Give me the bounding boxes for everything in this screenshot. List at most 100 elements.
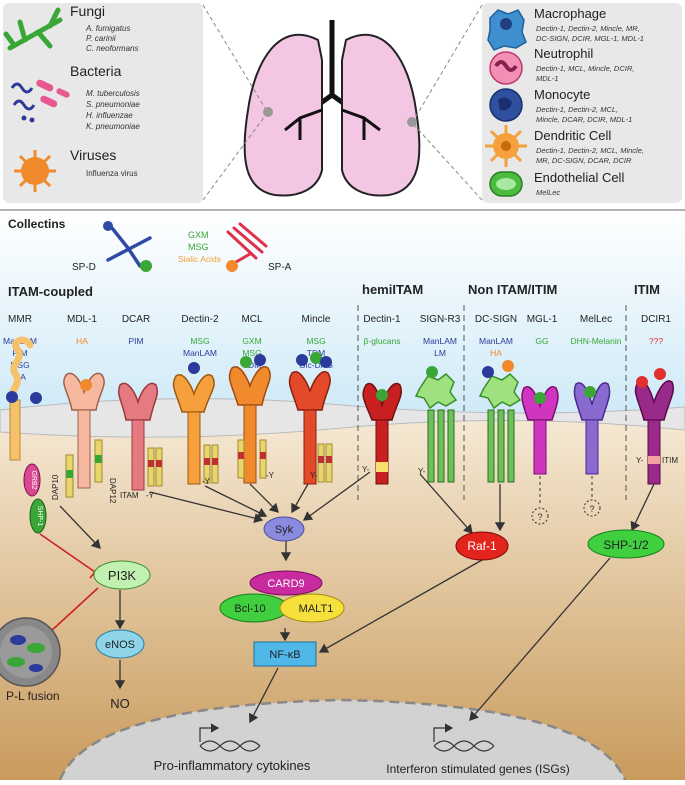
cell-receptors: Dectin-1, Dectin-2, MCL, Mincle, <box>536 146 644 155</box>
cell-name: Dendritic Cell <box>534 128 611 143</box>
dna-right <box>433 723 495 752</box>
cell-receptors: MelLec <box>536 188 560 197</box>
receptor-ligand: LM <box>434 348 446 358</box>
macrophage-icon <box>487 9 527 51</box>
mdl1-receptor <box>63 372 105 498</box>
receptor-name: Mincle <box>302 314 331 325</box>
cell-receptors: MR, DC-SIGN, DCAR, DCIR <box>536 156 632 165</box>
grb2-adaptor: GRB2 <box>23 463 41 497</box>
receptor-name: SIGN-R3 <box>420 314 461 325</box>
mincle-receptor <box>288 352 333 485</box>
species-label: S. pneumoniae <box>86 100 140 109</box>
receptor-ligand: DHN-Melanin <box>570 336 621 346</box>
pi3k-node <box>93 560 151 590</box>
receptor-ligand: GG <box>535 336 548 346</box>
species-label: H. influenzae <box>86 111 133 120</box>
dap10-label: DAP10 <box>51 474 60 500</box>
receptor-name: DCIR1 <box>641 314 671 325</box>
bcl10-label: Bcl-10 <box>234 603 265 615</box>
y-label: Y- <box>418 467 426 476</box>
sp-d-structure <box>106 226 152 268</box>
dcir1-receptor <box>634 368 675 485</box>
receptor-name: MDL-1 <box>67 314 97 325</box>
receptor-name: MGL-1 <box>527 314 558 325</box>
cell-receptors: DC-SIGN, DCIR, MGL-1, MDL-1 <box>536 34 644 43</box>
output-right: Interferon stimulated genes (ISGs) <box>386 762 569 776</box>
nfkb-node <box>253 641 317 667</box>
y-label: Y- <box>310 471 318 480</box>
svg-text:GRB2: GRB2 <box>30 470 37 489</box>
dectin1-receptor <box>362 382 403 485</box>
receptor-ligand: PIM <box>128 336 143 346</box>
cell-name: Neutrophil <box>534 46 593 61</box>
y-label: -Y <box>146 491 155 500</box>
monocyte-icon <box>489 88 523 122</box>
dap12-label: DAP12 <box>108 478 117 504</box>
sp-a-label: SP-A <box>268 262 292 273</box>
sp-d-label: SP-D <box>72 262 96 273</box>
receptor-name: MCL <box>241 314 263 325</box>
unknown-signal: ? <box>589 504 594 514</box>
y-label: Y- <box>362 465 370 474</box>
pathogen-name: Viruses <box>70 147 116 163</box>
group-header-itam: ITAM-coupled <box>8 284 93 299</box>
group-header-nonitam: Non ITAM/ITIM <box>468 282 557 297</box>
receptor-ligand: Glc-DAG <box>299 360 333 370</box>
itam-label: ITAM <box>120 491 139 500</box>
receptor-ligand: MSG <box>242 348 261 358</box>
svg-text:SHP-1: SHP-1 <box>36 506 43 527</box>
receptor-ligand: MSG <box>10 360 29 370</box>
fungi-icon <box>3 7 63 51</box>
pl-fusion-label: P-L fusion <box>6 689 60 703</box>
nfkb-label: NF-κB <box>269 649 300 661</box>
card9-node <box>249 570 323 596</box>
receptor-name: Dectin-1 <box>363 314 401 325</box>
syk-node <box>263 516 305 542</box>
phagolysosome <box>0 617 61 687</box>
receptor-ligand: TDM <box>243 360 261 370</box>
raf1-label: Raf-1 <box>467 539 497 553</box>
card9-label: CARD9 <box>267 578 304 590</box>
cell-receptors: Dectin-1, Dectin-2, Mincle, MR, <box>536 24 640 33</box>
cell-receptors: MDL-1 <box>536 74 559 83</box>
malt1-node <box>279 593 345 623</box>
enos-label: eNOS <box>105 639 135 651</box>
virus-icon <box>14 150 56 192</box>
mgl1-receptor <box>521 386 559 475</box>
dna-left <box>199 723 261 752</box>
collectin-ligand: GXM <box>188 230 209 240</box>
y-label: -Y <box>202 477 211 486</box>
collectin-ligand: MSG <box>188 242 209 252</box>
dendritic-cell-icon <box>485 125 527 167</box>
dc-sign-receptor <box>478 360 522 483</box>
species-label: Influenza virus <box>86 169 138 178</box>
extracellular-space <box>0 211 685 421</box>
sign-r3-receptor <box>414 366 458 483</box>
cell-name: Endothelial Cell <box>534 170 624 185</box>
cell-receptors: Mincle, DCAR, DCIR, MDL-1 <box>536 115 632 124</box>
mcl-receptor <box>228 354 271 484</box>
itim-label: ITIM <box>662 456 678 465</box>
species-label: M. tuberculosis <box>86 89 140 98</box>
pathogen-panel <box>3 3 203 203</box>
cell-panel <box>482 3 682 203</box>
syk-label: Syk <box>275 524 294 536</box>
dectin2-receptor <box>172 362 219 485</box>
nucleus <box>60 700 625 780</box>
receptor-ligand: ManLAM <box>423 336 457 346</box>
mellec-receptor <box>573 382 611 475</box>
receptor-name: Dectin-2 <box>181 314 219 325</box>
receptor-ligand: HA <box>490 348 502 358</box>
species-label: P. carinii <box>86 34 116 43</box>
receptor-name: DCAR <box>122 314 150 325</box>
pathogen-name: Fungi <box>70 3 105 19</box>
collectin-ligand: Sialic Acids <box>178 254 221 264</box>
species-label: K. pneumoniae <box>86 122 140 131</box>
receptor-ligand: HA <box>76 336 88 346</box>
receptor-ligand: MSG <box>306 336 325 346</box>
y-label: -Y <box>266 471 275 480</box>
pi3k-label: PI3K <box>108 568 137 583</box>
y-label: Y- <box>636 456 644 465</box>
shp12-node <box>587 529 665 559</box>
